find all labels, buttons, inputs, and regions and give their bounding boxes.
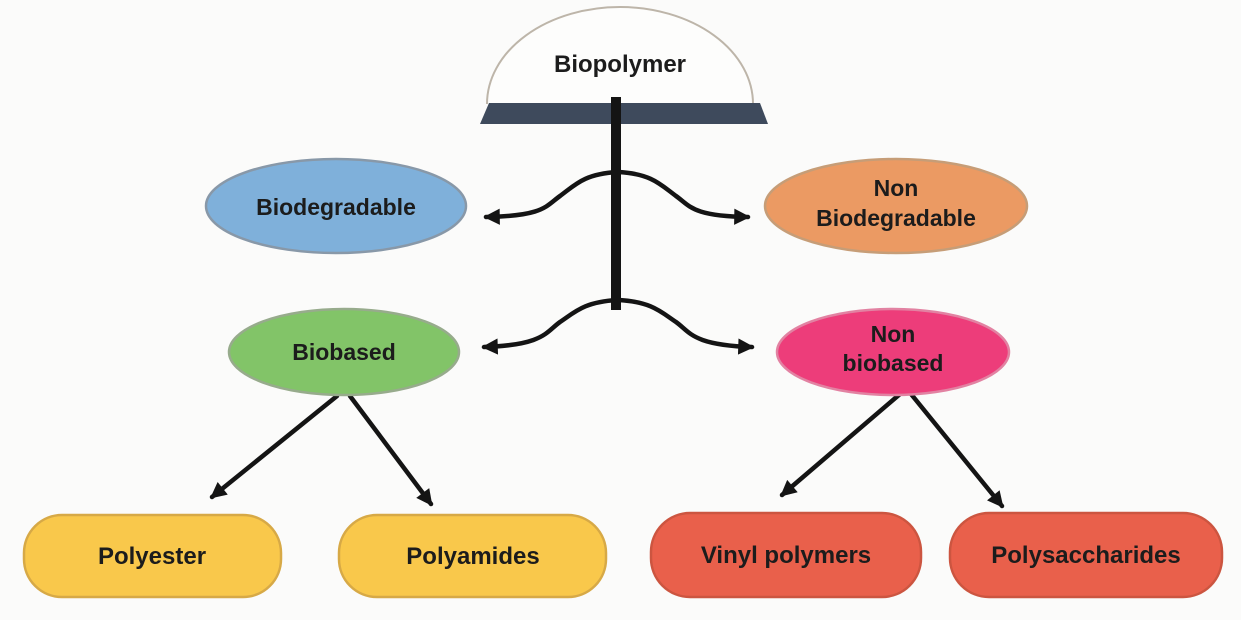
node-non-biodegradable	[763, 157, 1029, 255]
node-vinyl-polymers-label: Vinyl polymers	[701, 542, 871, 569]
node-polysaccharides-label: Polysaccharides	[991, 542, 1180, 569]
arrow-nonbiobased-to-vinyl	[779, 391, 903, 498]
node-biobased-label: Biobased	[292, 339, 396, 365]
node-biobased	[227, 307, 461, 397]
node-biodegradable	[204, 157, 468, 255]
root-label: Biopolymer	[554, 51, 686, 78]
connector-to-non-biobased	[616, 297, 755, 355]
node-polyester-label: Polyester	[98, 543, 206, 570]
node-polyamides-label: Polyamides	[406, 543, 539, 570]
node-polysaccharides	[948, 511, 1224, 599]
node-non-biodegradable-label-line2: Biodegradable	[816, 205, 976, 231]
connector-to-biodegradable	[483, 169, 620, 225]
node-biodegradable-label: Biodegradable	[256, 194, 416, 220]
arrow-biobased-to-polyester	[209, 393, 340, 500]
node-polyamides	[337, 513, 608, 599]
arrow-nonbiobased-to-polysaccharides	[908, 391, 1005, 509]
node-non-biodegradable-label-line1: Non	[874, 175, 919, 201]
umbrella-dome-shape	[486, 6, 754, 105]
connector-to-non-biodegradable	[616, 169, 751, 225]
node-non-biobased-label-line1: Non	[871, 321, 916, 347]
node-non-biobased-label-line2: biobased	[843, 350, 944, 376]
arrow-biobased-to-polyamides	[347, 393, 434, 507]
node-vinyl-polymers	[649, 511, 923, 599]
connector-to-biobased	[481, 297, 620, 355]
umbrella-base-bar	[480, 103, 768, 124]
node-polyester	[22, 513, 283, 599]
node-non-biobased	[775, 307, 1011, 397]
